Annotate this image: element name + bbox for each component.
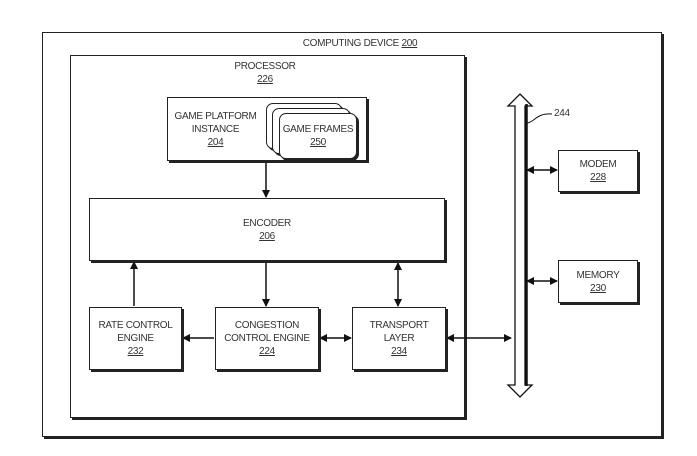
processor-number: 226 [257, 74, 273, 85]
memory-label: MEMORY 230 [559, 261, 637, 302]
game-frames-title: GAME FRAMES [282, 124, 354, 135]
transport-number: 234 [391, 346, 407, 357]
modem-label: MODEM 228 [559, 151, 637, 191]
computing-device-title: COMPUTING DEVICE [302, 38, 400, 49]
bus-number: 244 [554, 108, 570, 119]
processor-box [70, 55, 465, 418]
encoder-number: 206 [259, 230, 275, 242]
memory-number: 230 [590, 282, 606, 294]
game-frames-label: GAME FRAMES 250 [280, 114, 356, 158]
encoder-label: ENCODER 206 [90, 199, 444, 260]
memory-box: MEMORY 230 [558, 260, 638, 303]
bus-arrow [506, 93, 534, 398]
game-platform-line1: GAME PLATFORM [174, 110, 257, 122]
congestion-control-number: 224 [259, 346, 275, 357]
rate-control-label: RATE CONTROL ENGINE 232 [90, 308, 181, 369]
processor-label: PROCESSOR 226 [200, 60, 330, 86]
memory-title: MEMORY [576, 269, 620, 281]
game-platform-label: GAME PLATFORM INSTANCE 204 [168, 98, 263, 160]
game-platform-line2: INSTANCE [191, 123, 240, 135]
modem-title: MODEM [579, 159, 617, 170]
transport-line2: LAYER [383, 333, 415, 344]
congestion-control-line1: CONGESTION [234, 320, 300, 331]
congestion-control-engine-box: CONGESTION CONTROL ENGINE 224 [215, 307, 319, 370]
game-frames-number: 250 [310, 137, 326, 148]
transport-layer-box: TRANSPORT LAYER 234 [352, 307, 446, 370]
computing-device-number: 200 [401, 38, 418, 49]
game-platform-number: 204 [207, 136, 224, 148]
processor-title: PROCESSOR [234, 61, 296, 72]
computing-device-box [42, 32, 662, 437]
modem-box: MODEM 228 [558, 150, 638, 192]
bus-leader-line [526, 113, 553, 124]
rate-control-number: 232 [127, 346, 144, 357]
transport-line1: TRANSPORT [369, 320, 429, 331]
congestion-control-line2: CONTROL ENGINE [224, 333, 310, 344]
encoder-box: ENCODER 206 [89, 198, 445, 261]
rate-control-line1: RATE CONTROL [98, 320, 173, 331]
modem-number: 228 [590, 172, 606, 183]
transport-label: TRANSPORT LAYER 234 [353, 308, 445, 369]
computing-device-label: COMPUTING DEVICE 200 [250, 37, 470, 50]
rate-control-engine-box: RATE CONTROL ENGINE 232 [89, 307, 182, 370]
game-frames-card-front: GAME FRAMES 250 [279, 113, 357, 159]
congestion-control-label: CONGESTION CONTROL ENGINE 224 [216, 308, 318, 369]
encoder-title: ENCODER [243, 217, 291, 229]
rate-control-line2: ENGINE [117, 333, 154, 344]
